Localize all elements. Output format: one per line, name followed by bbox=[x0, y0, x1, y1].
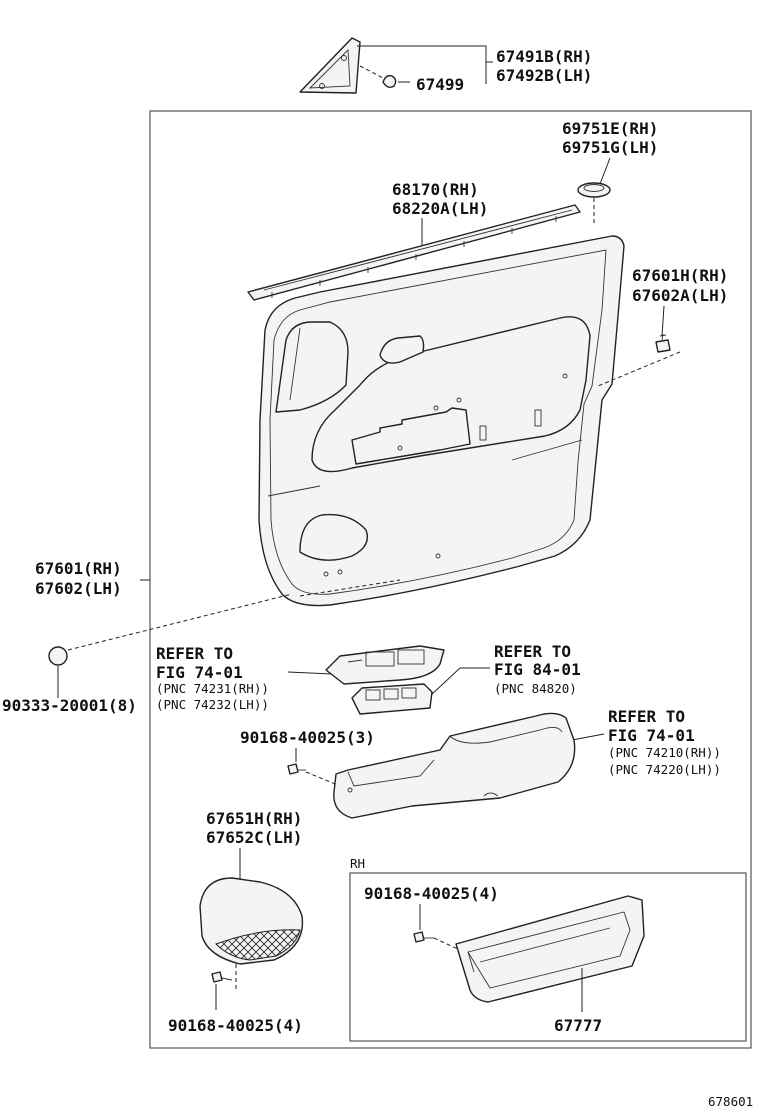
callout-weatherstrip-rh: 68170(RH) bbox=[392, 180, 479, 199]
speaker-grille bbox=[199, 877, 304, 965]
ref-switch2-pnc: (PNC 84820) bbox=[494, 681, 577, 696]
callout-screw-armrest: 90168-40025(3) bbox=[240, 728, 375, 747]
ref-switch-pnc-rh: (PNC 74231(RH)) bbox=[156, 681, 269, 696]
ref-switch-title: REFER TO bbox=[156, 644, 233, 663]
callout-screw-pocket: 90168-40025(4) bbox=[364, 884, 499, 903]
clip bbox=[655, 333, 671, 353]
ref-armrest-title: REFER TO bbox=[608, 707, 685, 726]
leader-mirror-cover bbox=[357, 45, 487, 84]
speaker-screw bbox=[211, 971, 233, 983]
callout-pocket: 67777 bbox=[554, 1016, 602, 1035]
armrest-screw bbox=[287, 763, 306, 775]
rh-inset-frame bbox=[349, 872, 747, 1042]
door-trim-panel bbox=[258, 235, 625, 607]
callout-speaker-cover-rh: 67651H(RH) bbox=[206, 809, 302, 828]
pocket-screw bbox=[413, 931, 434, 943]
callout-cap-lh: 69751G(LH) bbox=[562, 138, 658, 157]
leader-mirror-dash bbox=[359, 65, 384, 79]
ref-switch-fig: FIG 74-01 bbox=[156, 663, 243, 682]
ref-switch2-fig: FIG 84-01 bbox=[494, 660, 581, 679]
weatherstrip bbox=[247, 204, 581, 301]
hole-plug bbox=[48, 646, 68, 666]
ref-switch2-title: REFER TO bbox=[494, 642, 571, 661]
callout-panel-rh: 67601(RH) bbox=[35, 559, 122, 578]
callout-mirror-clip: 67499 bbox=[416, 75, 464, 94]
callout-clip-lh: 67602A(LH) bbox=[632, 286, 728, 305]
callout-panel-lh: 67602(LH) bbox=[35, 579, 122, 598]
ref-armrest-fig: FIG 74-01 bbox=[608, 726, 695, 745]
callout-speaker-cover-lh: 67652C(LH) bbox=[206, 828, 302, 847]
ref-armrest-pnc-lh: (PNC 74220(LH)) bbox=[608, 762, 721, 777]
callout-clip-rh: 67601H(RH) bbox=[632, 266, 728, 285]
mirror-clip bbox=[382, 74, 397, 89]
callout-mirror-cover-lh: 67492B(LH) bbox=[496, 66, 592, 85]
callout-cap-rh: 69751E(RH) bbox=[562, 119, 658, 138]
switch-base-panel bbox=[325, 645, 445, 685]
callout-mirror-cover-rh: 67491B(RH) bbox=[496, 47, 592, 66]
door-pocket bbox=[455, 895, 645, 1003]
inset-side-label: RH bbox=[350, 856, 365, 871]
drawing-number: 678601 bbox=[708, 1094, 753, 1109]
armrest bbox=[333, 712, 576, 819]
mirror-cover bbox=[299, 37, 361, 94]
cap-grommet bbox=[577, 182, 611, 198]
callout-screw-speaker: 90168-40025(4) bbox=[168, 1016, 303, 1035]
power-window-switch bbox=[351, 683, 433, 715]
callout-plug: 90333-20001(8) bbox=[2, 696, 137, 715]
ref-armrest-pnc-rh: (PNC 74210(RH)) bbox=[608, 745, 721, 760]
ref-switch-pnc-lh: (PNC 74232(LH)) bbox=[156, 697, 269, 712]
callout-weatherstrip-lh: 68220A(LH) bbox=[392, 199, 488, 218]
